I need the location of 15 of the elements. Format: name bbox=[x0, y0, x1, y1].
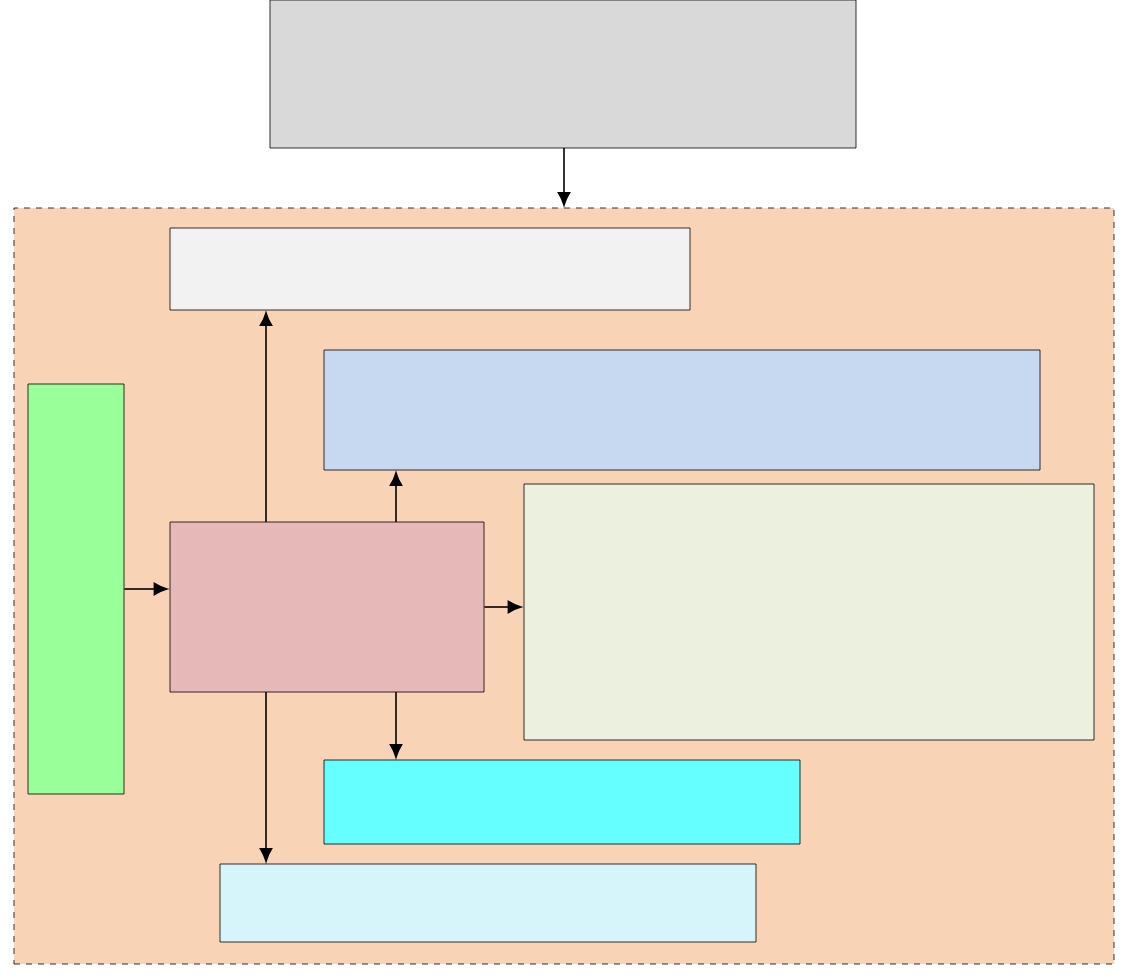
box bbox=[27, 383, 125, 795]
box bbox=[169, 521, 485, 693]
box bbox=[169, 227, 691, 311]
arrow bbox=[123, 582, 168, 596]
box bbox=[523, 483, 1095, 741]
arrow bbox=[483, 600, 522, 614]
arrow bbox=[259, 691, 273, 862]
box bbox=[323, 349, 1041, 471]
arrow bbox=[389, 691, 403, 758]
box bbox=[269, 0, 857, 149]
box bbox=[219, 863, 757, 943]
arrow bbox=[259, 312, 273, 523]
box bbox=[323, 759, 801, 845]
arrow bbox=[557, 147, 571, 206]
arrow bbox=[389, 472, 403, 523]
